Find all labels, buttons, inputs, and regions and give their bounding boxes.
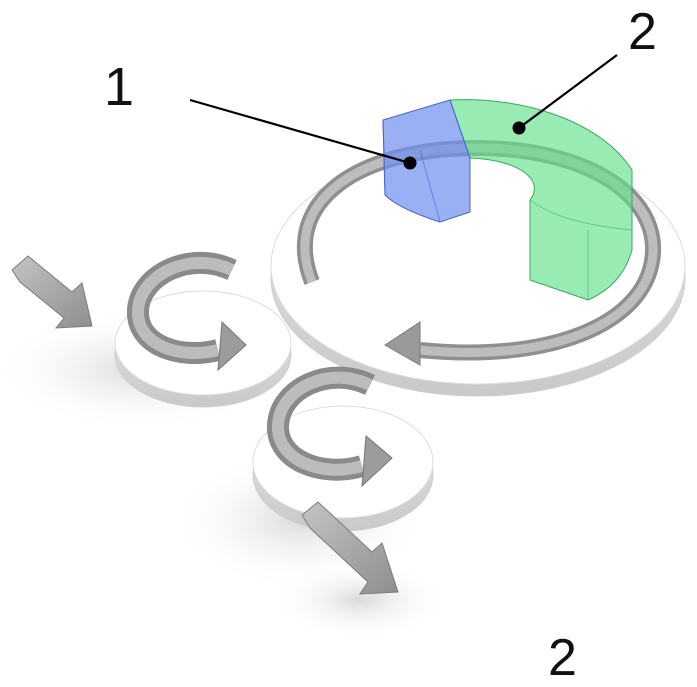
callout-label-2: 2: [628, 6, 657, 58]
flow-arrow-icon-inlet: [12, 256, 92, 328]
diagram-canvas: 1 2 2: [0, 0, 697, 671]
callout-label-1: 1: [104, 60, 134, 114]
footer-label: 2: [548, 632, 577, 684]
